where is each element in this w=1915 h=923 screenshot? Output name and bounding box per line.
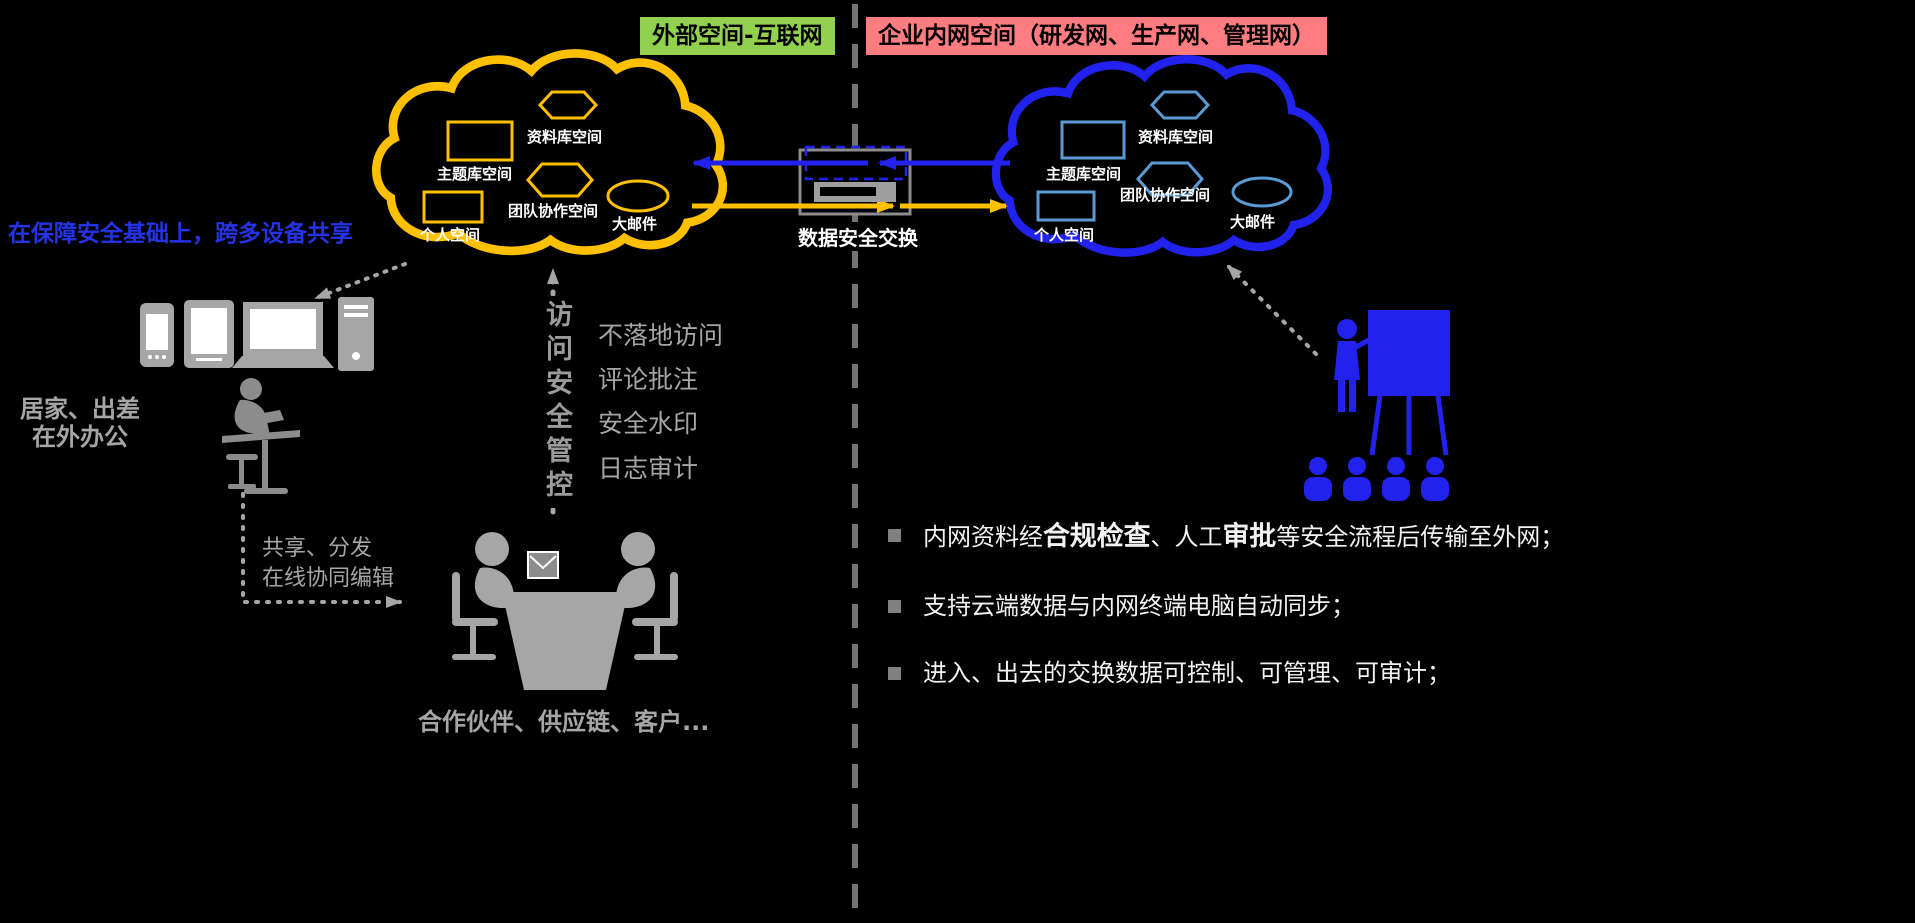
bullet-square-icon [888, 667, 901, 681]
external-team-hexagon [526, 162, 594, 198]
internal-topic-rect [1060, 120, 1126, 160]
partners-caption: 合作伙伴、供应链、客户... [418, 708, 710, 736]
external-bigmail-ellipse [606, 179, 670, 213]
internal-personal-rect [1036, 190, 1096, 222]
external-label-topic: 主题库空间 [437, 165, 513, 183]
bullet-square-icon [888, 599, 901, 613]
share-note-line1: 共享、分发 [262, 536, 373, 561]
mail-icon [527, 551, 559, 579]
external-label-team: 团队协作空间 [508, 202, 599, 220]
external-repo-hexagon [537, 90, 599, 120]
desktop-tower-icon [338, 297, 374, 371]
internal-space-badge: 企业内网空间（研发网、生产网、管理网） [866, 17, 1327, 55]
audience-icon [1304, 457, 1449, 501]
worker-to-meeting-dotted-arrow [241, 492, 402, 608]
access-control-vertical-label: 访问安全管控 [536, 296, 577, 508]
bullet-square-icon [888, 529, 901, 542]
presenter-to-cloud-dotted-arrow [1226, 264, 1318, 356]
remote-work-label: 居家、出差 在外办公 [10, 395, 150, 451]
feature-comment: 评论批注 [598, 365, 699, 394]
bullet-list: 内网资料经合规检查、人工审批等安全流程后传输至外网； 支持云端数据与内网终端电脑自… [888, 520, 1578, 725]
internal-bigmail-ellipse [1231, 176, 1293, 208]
feature-watermark: 安全水印 [598, 409, 699, 438]
internal-cloud-icon [991, 55, 1332, 257]
bullet-text: 支持云端数据与内网终端电脑自动同步； [923, 591, 1355, 620]
internal-repo-hexagon [1149, 90, 1211, 120]
person-at-desk-icon [222, 378, 300, 494]
bullet-text: 进入、出去的交换数据可控制、可管理、可审计； [923, 659, 1451, 688]
external-topic-rect [446, 120, 514, 162]
external-personal-rect [422, 190, 484, 224]
laptop-icon [232, 302, 334, 368]
internal-team-hexagon [1136, 161, 1204, 197]
secure-exchange-gateway-icon [692, 145, 1010, 216]
feature-audit-log: 日志审计 [598, 454, 699, 483]
bullet-text: 内网资料经合规检查、人工审批等安全流程后传输至外网； [923, 521, 1565, 552]
exchange-label: 数据安全交换 [778, 222, 938, 251]
bullet-item: 内网资料经合规检查、人工审批等安全流程后传输至外网； [888, 520, 1578, 555]
tablet-icon [184, 300, 234, 368]
bullet-item: 支持云端数据与内网终端电脑自动同步； [888, 591, 1578, 622]
share-note: 共享、分发 在线协同编辑 [262, 534, 394, 593]
internal-label-repo: 资料库空间 [1138, 128, 1214, 146]
external-label-bigmail: 大邮件 [612, 215, 658, 233]
share-note-line2: 在线协同编辑 [262, 565, 395, 591]
remote-work-line1: 居家、出差 [20, 395, 140, 423]
devices-group [140, 297, 374, 371]
external-label-personal: 个人空间 [420, 226, 481, 244]
remote-work-line2: 在外办公 [32, 422, 128, 451]
external-cloud-icon [372, 49, 728, 256]
external-label-repo: 资料库空间 [527, 128, 603, 146]
feature-no-landing: 不落地访问 [598, 321, 724, 350]
smartphone-icon [140, 303, 174, 367]
internal-label-team: 团队协作空间 [1120, 186, 1211, 204]
presenter-with-board-icon [1334, 310, 1450, 456]
cloud-to-devices-dotted-arrow [314, 262, 407, 300]
internal-label-topic: 主题库空间 [1046, 165, 1122, 183]
external-space-badge: 外部空间-互联网 [640, 17, 835, 55]
partners-meeting-icon [452, 532, 678, 690]
security-headline: 在保障安全基础上，跨多设备共享 [8, 221, 353, 247]
internal-label-bigmail: 大邮件 [1230, 213, 1276, 231]
bullet-item: 进入、出去的交换数据可控制、可管理、可审计； [888, 658, 1578, 689]
internal-label-personal: 个人空间 [1034, 226, 1095, 244]
